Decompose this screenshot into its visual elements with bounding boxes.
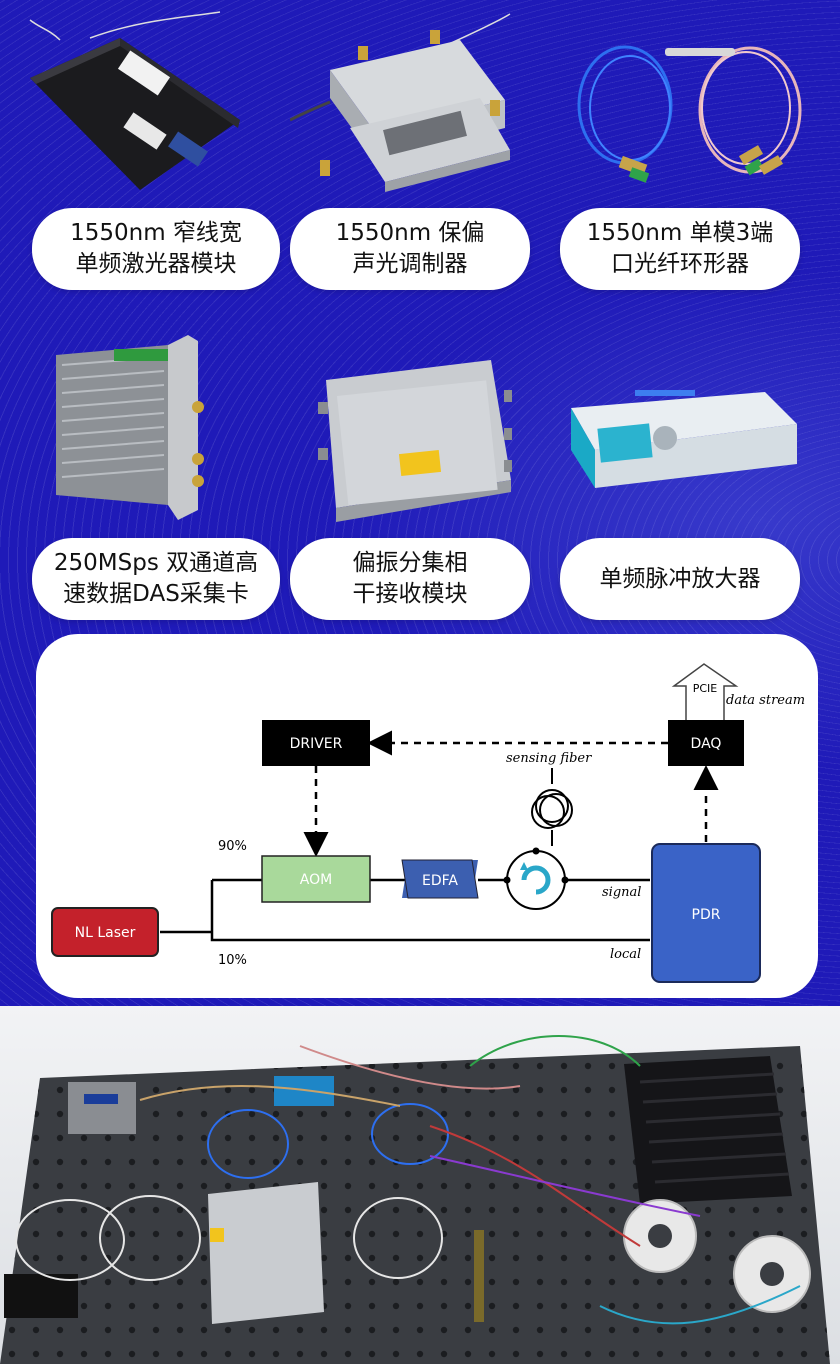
laser-box: NL Laser — [51, 907, 159, 957]
percent-90-label: 90% — [218, 839, 247, 854]
optical-bench-photo — [0, 1006, 840, 1364]
aom-modulator-photo — [290, 10, 540, 200]
pcie-arrow: PCIE — [671, 663, 739, 727]
aom-box: AOM — [261, 855, 371, 903]
svg-text:NL Laser: NL Laser — [75, 925, 136, 941]
system-diagram: PCIE data stream DRIVER DAQ sensing fibe… — [36, 634, 818, 998]
svg-text:AOM: AOM — [300, 872, 332, 888]
driver-box: DRIVER — [262, 720, 370, 766]
pcie-label: PCIE — [693, 682, 718, 695]
svg-text:DAQ: DAQ — [691, 736, 722, 752]
pulse-amplifier-photo — [565, 380, 805, 500]
edfa-box: EDFA — [401, 859, 479, 899]
product-label-daq-card: 250MSps 双通道高速数据DAS采集卡 — [32, 538, 280, 620]
product-label-fiber-circulator: 1550nm 单模3端口光纤环形器 — [560, 208, 800, 290]
product-label-pulse-amplifier: 单频脉冲放大器 — [560, 538, 800, 620]
sensing-fiber-label: sensing fiber — [506, 751, 592, 766]
coherent-receiver-photo — [316, 340, 516, 530]
svg-text:PDR: PDR — [692, 907, 721, 923]
laser-module-photo — [20, 10, 260, 200]
product-label-coherent-receiver: 偏振分集相干接收模块 — [290, 538, 530, 620]
daq-card-photo — [48, 335, 228, 530]
fiber-circulator-photo — [570, 10, 820, 200]
pdr-box: PDR — [651, 843, 761, 983]
data-stream-label: data stream — [726, 693, 805, 708]
daq-box: DAQ — [668, 720, 744, 766]
percent-10-label: 10% — [218, 953, 247, 968]
fiber-paths — [160, 878, 650, 942]
svg-text:EDFA: EDFA — [422, 873, 458, 889]
svg-text:DRIVER: DRIVER — [290, 736, 343, 752]
local-label: local — [610, 947, 641, 962]
signal-label: signal — [602, 885, 641, 900]
sensing-fiber-coil — [531, 768, 573, 846]
product-label-laser-module: 1550nm 窄线宽单频激光器模块 — [32, 208, 280, 290]
product-label-aom-modulator: 1550nm 保偏声光调制器 — [290, 208, 530, 290]
circulator-icon — [503, 847, 569, 910]
